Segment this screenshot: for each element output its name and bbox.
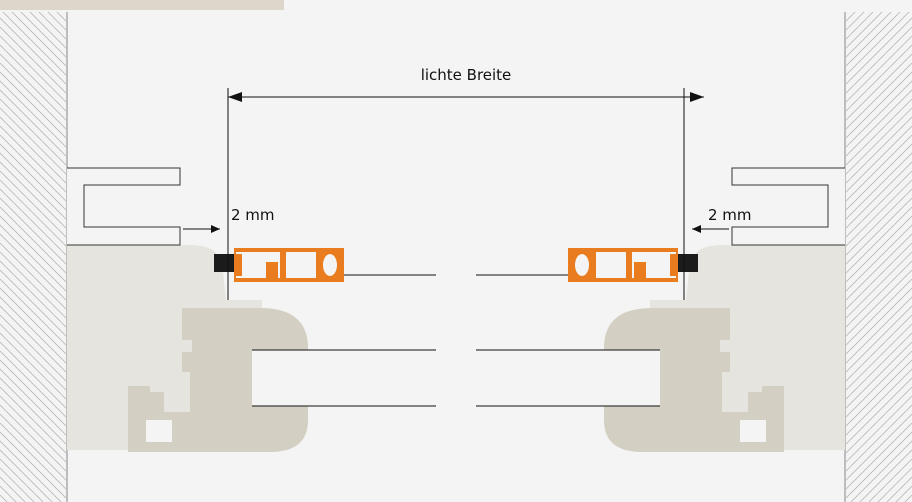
left-half — [0, 11, 437, 502]
gap-label-left: 2 mm — [231, 206, 275, 224]
clear-width-label: lichte Breite — [421, 66, 512, 84]
header-tab-strip — [0, 0, 284, 10]
gap-label-right: 2 mm — [708, 206, 752, 224]
right-half — [475, 11, 912, 502]
dim-arrow-right — [690, 92, 704, 102]
dim-arrow-left — [228, 92, 242, 102]
